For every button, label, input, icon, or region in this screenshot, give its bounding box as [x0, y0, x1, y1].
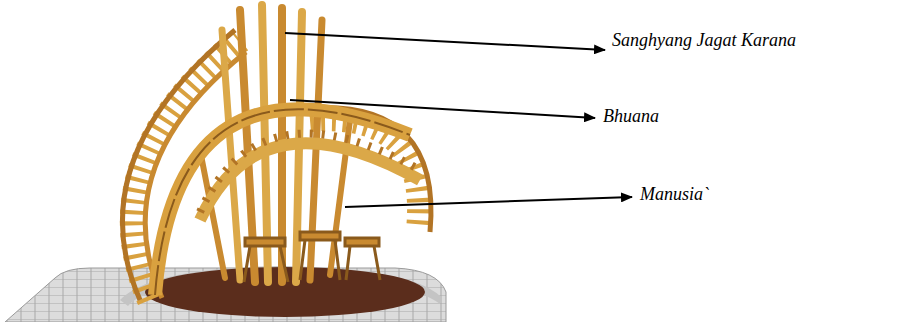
upper-arc [155, 109, 410, 295]
benches [244, 232, 380, 282]
middle-arc [200, 143, 420, 220]
callout-label: Bhuana [603, 106, 659, 128]
leader-arrow [285, 33, 605, 50]
upper-arc-edge [155, 109, 410, 295]
middle-arc-ribs [200, 134, 420, 212]
callout-label: Sanghyang Jagat Karana [612, 30, 796, 52]
leader-arrow [290, 100, 595, 118]
left-shell-outer [122, 30, 235, 300]
callout-label: Manusia` [640, 184, 709, 206]
leader-arrow [345, 197, 632, 207]
